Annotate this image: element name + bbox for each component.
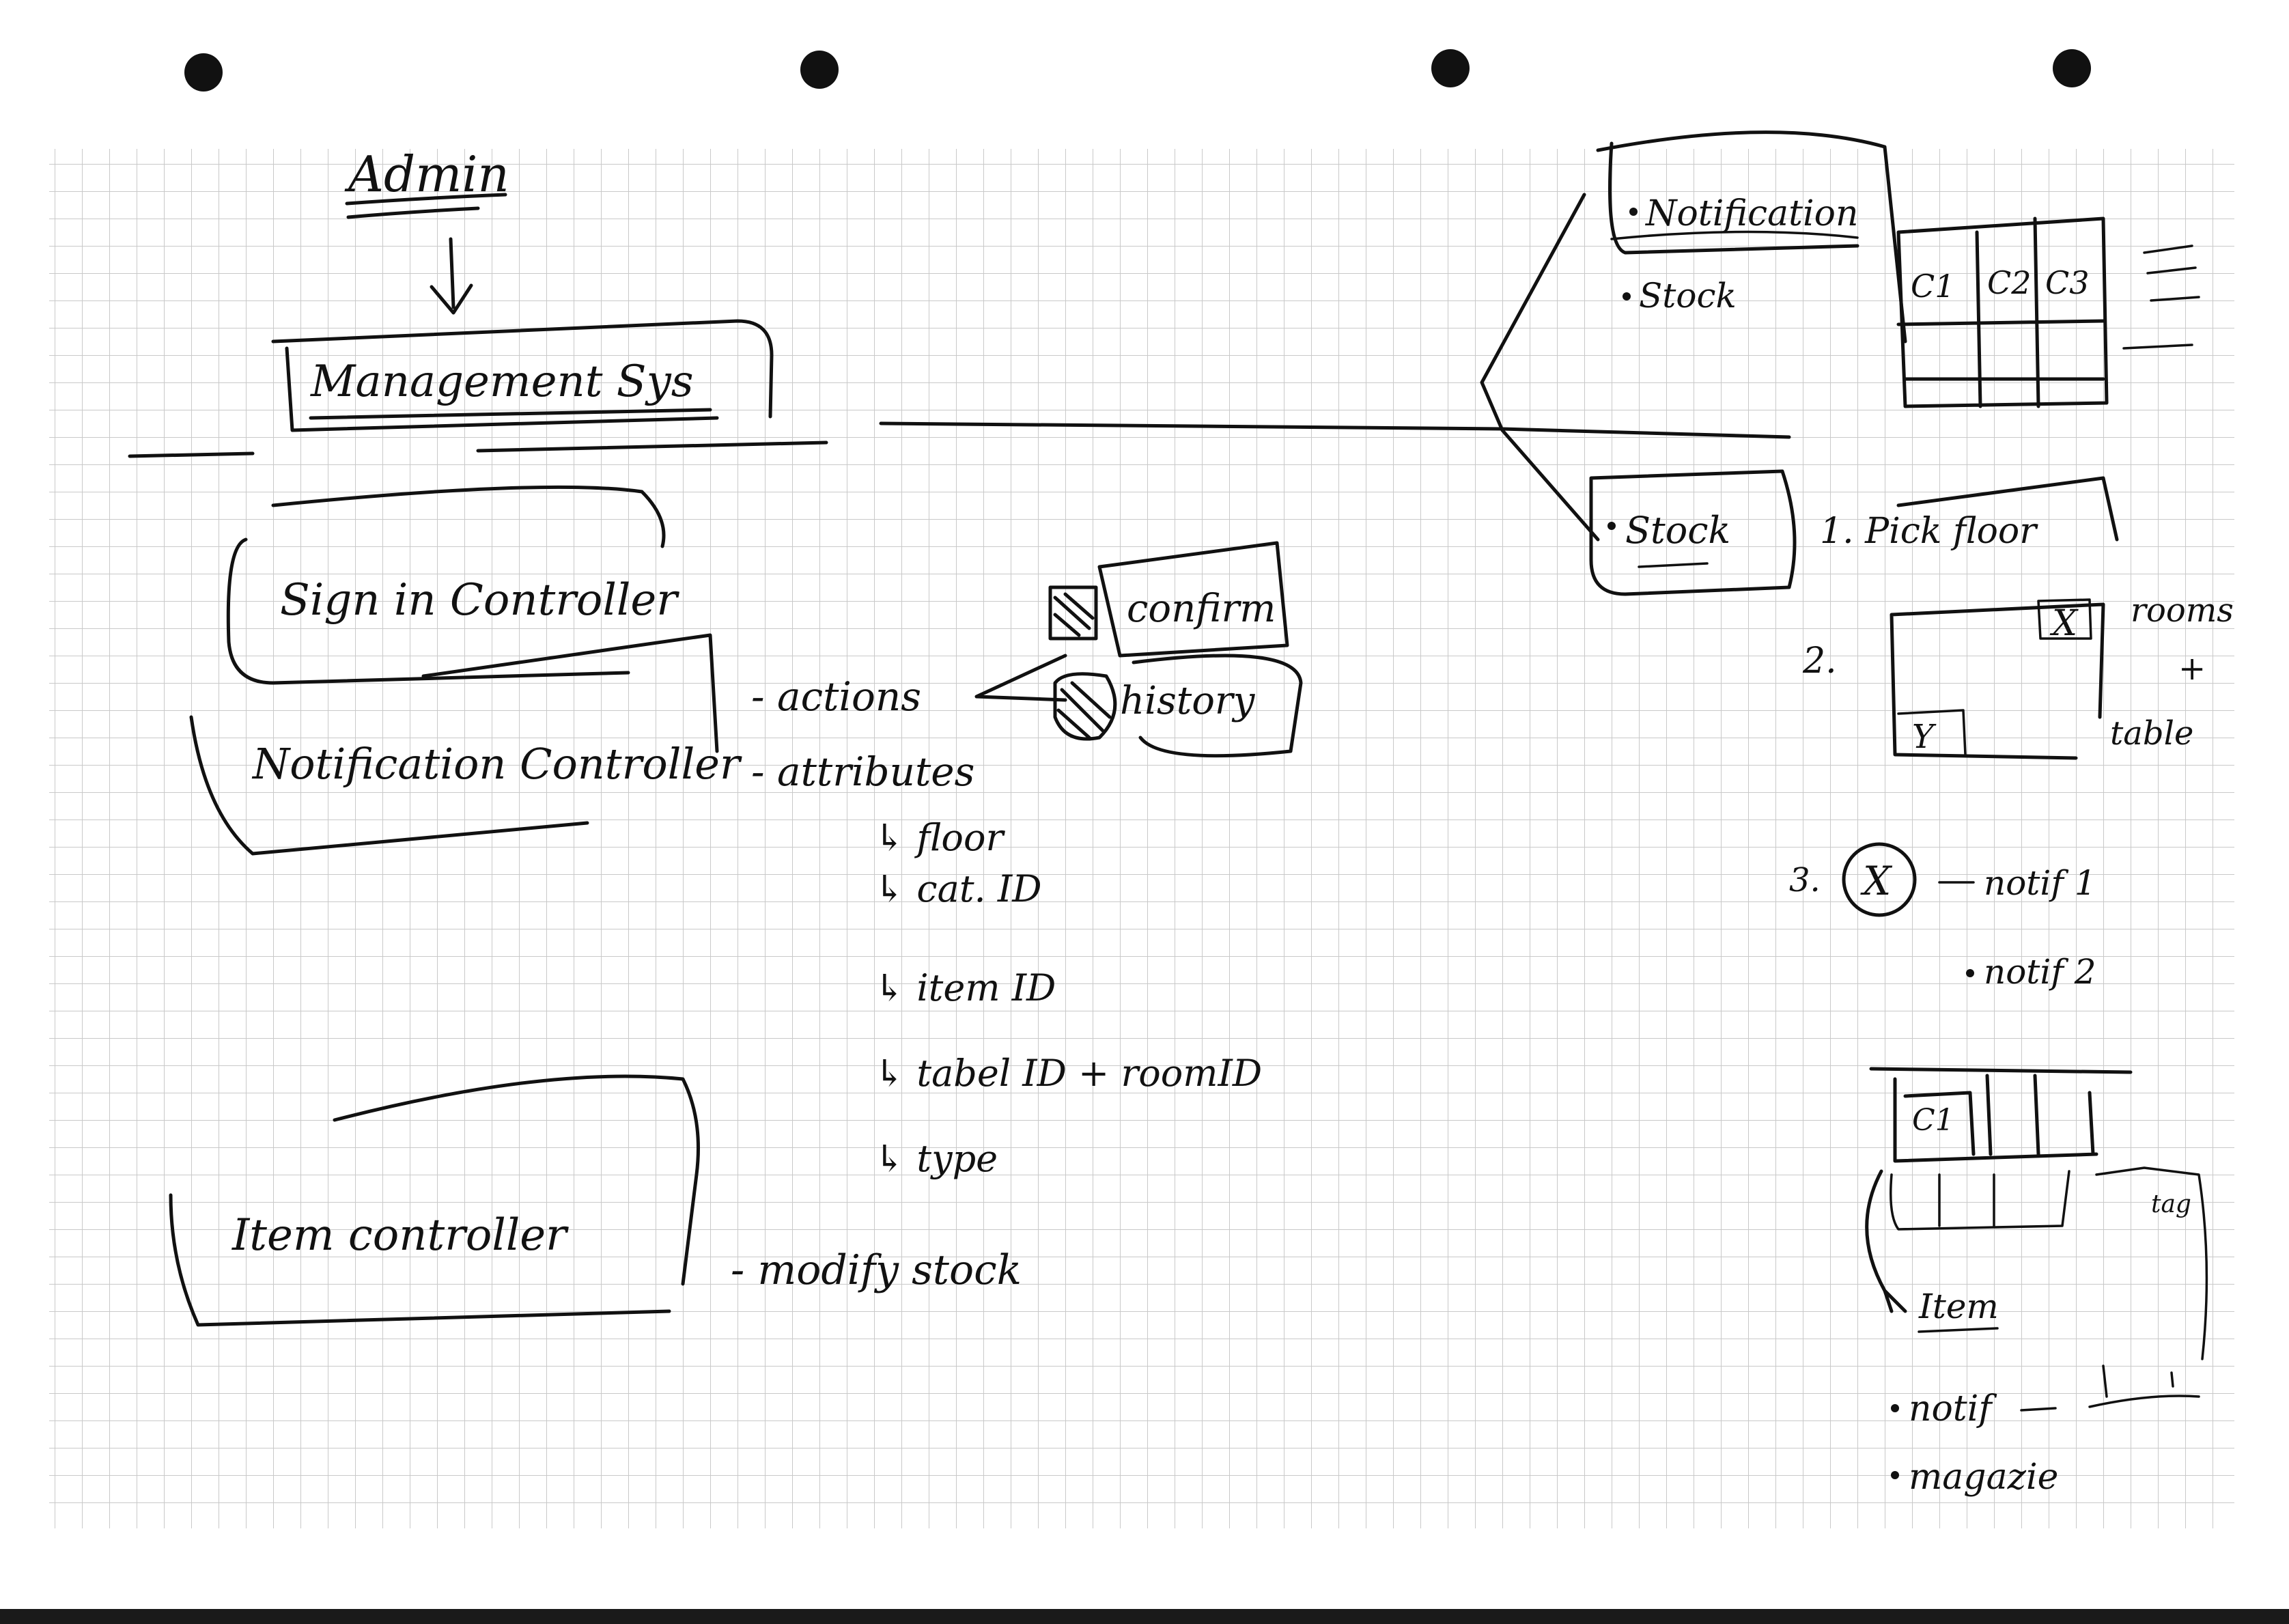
small-table [1893,1074,2098,1163]
columns-table [1896,216,2109,408]
admin-title: Admin [344,145,509,203]
mark-x-box [2037,598,2092,640]
column-c2: C2 [1987,264,2031,301]
step3-label: 3. [1789,861,1821,899]
actions-arrow [974,654,1067,702]
small-table-row-dividers [1938,1173,1995,1227]
confirm-box [1097,541,1289,658]
notification-underline [1610,230,1859,240]
magazie-label: magazie [1909,1457,2058,1498]
management-underline [309,408,712,420]
notif2-bullet [1966,969,1974,977]
confirm-label: confirm [1127,587,1276,631]
small-table-top [1869,1067,2133,1074]
management-label: Management Sys [310,356,694,407]
admin-underline [345,193,507,206]
step2-label: 2. [1802,641,1837,682]
stock-item-label: Stock [1639,276,1737,316]
small-table-arrow [1865,1169,1907,1313]
table-label: table [2110,714,2193,753]
circle-x-ring [1842,842,1917,917]
stock-box-underline [1638,562,1709,568]
confirm-scribble-box [1048,585,1098,641]
notification-box [1596,130,1907,344]
stock-bullet [1623,292,1631,300]
small-c1: C1 [1912,1103,1954,1138]
mark-y: Y [1912,718,1937,756]
notif-bottom-ticks [2102,1364,2174,1398]
tag-label: tag [2151,1190,2191,1218]
notification-bullet [1629,208,1638,216]
stock-box-bullet [1607,522,1616,530]
history-scribble-lines [1056,681,1112,740]
rooms-label: rooms [2131,591,2234,630]
grid-area [49,149,2234,1528]
column-c1: C1 [1911,268,1954,305]
history-label: history [1120,679,1256,723]
management-box [271,319,774,432]
attributes-label: - attributes [751,748,974,795]
notification-item-label: Notification [1644,193,1858,234]
bottom-edge [0,1609,2289,1624]
circle-x: X [1860,858,1893,904]
notif2-label: notif 2 [1984,952,2096,992]
mark-y-box [1897,709,1967,756]
notification-controller-label: Notification Controller [251,739,742,789]
divider-left [128,451,255,458]
notification-controller-box [189,633,719,856]
item-controller-label: Item controller [231,1210,569,1261]
attr-table-room-id: ↳ tabel ID + roomID [874,1052,1262,1095]
stock-box [1589,469,1797,596]
history-scribble [1053,672,1117,741]
signin-box [226,485,666,685]
attr-item-id: ↳ item ID [874,966,1056,1009]
attr-floor: ↳ floor [874,816,1005,859]
admin-underline-2 [346,206,480,219]
modify-stock-label: - modify stock [731,1246,1022,1294]
confirm-scribble [1053,592,1095,637]
history-box [1132,654,1303,758]
item-underline [1918,1327,1999,1333]
plus-label: + [2178,649,2206,688]
attr-cat-id: ↳ cat. ID [874,867,1042,910]
notif-bottom-label: notif [1909,1388,1997,1429]
notif-bottom-line [2020,1395,2200,1412]
magazie-bullet [1891,1471,1899,1479]
divider-mid [476,440,828,453]
step1-label: 1. Pick floor [1820,511,2038,552]
stock-box-label: Stock [1625,509,1730,552]
column-c3: C3 [2045,264,2089,301]
notif1-label: notif 1 [1984,863,2096,903]
down-arrow [430,237,473,315]
signin-label: Sign in Controller [280,575,679,626]
floor-map [1890,602,2105,760]
branch-lines [1480,193,1600,542]
item-controller-box [169,1074,700,1327]
mark-x: X [2049,603,2079,644]
tag-line [2095,1166,2208,1360]
step1-bracket [1896,476,2119,542]
actions-label: - actions [751,673,921,720]
punch-holes [184,49,2091,92]
small-table-row [1890,1170,2070,1231]
item-label: Item [1918,1287,1999,1326]
notif-bottom-bullet [1891,1404,1899,1412]
attr-type: ↳ type [874,1137,998,1180]
side-marks [2122,244,2200,350]
